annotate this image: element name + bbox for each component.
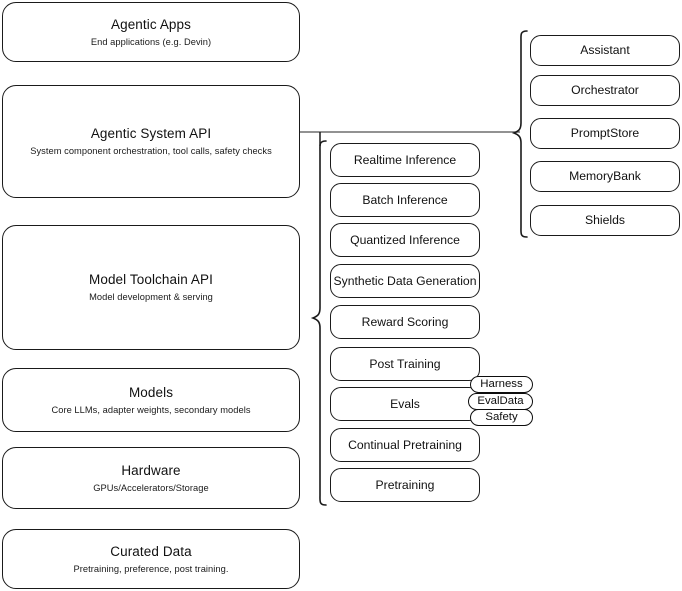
layer-hardware[interactable]: Hardware GPUs/Accelerators/Storage: [2, 447, 300, 509]
layer-title: Agentic Apps: [110, 16, 191, 32]
system-brace: [511, 30, 528, 238]
layer-subtitle: Core LLMs, adapter weights, secondary mo…: [51, 404, 251, 415]
system-item-shields[interactable]: Shields: [530, 205, 680, 236]
layer-subtitle: System component orchestration, tool cal…: [30, 146, 272, 156]
layer-title: Hardware: [121, 462, 181, 478]
toolchain-item-batch-inference[interactable]: Batch Inference: [330, 183, 480, 217]
system-item-label: Assistant: [580, 43, 630, 57]
evals-subitem-safety[interactable]: Safety: [470, 409, 533, 426]
layer-agentic-system-api[interactable]: Agentic System API System component orch…: [2, 85, 300, 198]
toolchain-brace: [310, 140, 327, 506]
system-item-assistant[interactable]: Assistant: [530, 35, 680, 66]
layer-model-toolchain-api[interactable]: Model Toolchain API Model development & …: [2, 225, 300, 350]
layer-models[interactable]: Models Core LLMs, adapter weights, secon…: [2, 368, 300, 432]
toolchain-item-reward-scoring[interactable]: Reward Scoring: [330, 305, 480, 339]
toolchain-item-pretraining[interactable]: Pretraining: [330, 468, 480, 502]
layer-title: Model Toolchain API: [89, 272, 213, 287]
toolchain-item-label: Evals: [390, 396, 420, 411]
layer-subtitle: End applications (e.g. Devin): [90, 36, 212, 47]
toolchain-item-label: Post Training: [369, 356, 441, 371]
layer-curated-data[interactable]: Curated Data Pretraining, preference, po…: [2, 529, 300, 589]
layer-subtitle: Pretraining, preference, post training.: [73, 563, 229, 574]
toolchain-item-synthetic-data-generation[interactable]: Synthetic Data Generation: [330, 264, 480, 298]
layer-agentic-apps[interactable]: Agentic Apps End applications (e.g. Devi…: [2, 2, 300, 62]
toolchain-item-realtime-inference[interactable]: Realtime Inference: [330, 143, 480, 177]
system-item-label: PromptStore: [570, 126, 640, 140]
system-item-label: MemoryBank: [569, 169, 641, 183]
toolchain-item-label: Reward Scoring: [361, 314, 449, 329]
system-item-label: Shields: [585, 213, 625, 227]
system-item-label: Orchestrator: [571, 83, 639, 97]
toolchain-item-label: Pretraining: [375, 477, 435, 492]
toolchain-item-label: Realtime Inference: [353, 152, 457, 167]
system-item-memorybank[interactable]: MemoryBank: [530, 161, 680, 192]
toolchain-item-post-training[interactable]: Post Training: [330, 347, 480, 381]
toolchain-item-label: Continual Pretraining: [348, 437, 462, 452]
evals-subitem-label: EvalData: [477, 395, 524, 407]
toolchain-item-label: Batch Inference: [362, 192, 448, 207]
toolchain-item-continual-pretraining[interactable]: Continual Pretraining: [330, 428, 480, 462]
system-item-promptstore[interactable]: PromptStore: [530, 118, 680, 149]
toolchain-item-label: Quantized Inference: [350, 232, 460, 247]
layer-title: Models: [128, 384, 174, 400]
system-item-orchestrator[interactable]: Orchestrator: [530, 75, 680, 106]
toolchain-item-evals[interactable]: Evals: [330, 387, 480, 421]
evals-subitem-harness[interactable]: Harness: [470, 376, 533, 393]
evals-subitem-label: Safety: [485, 411, 518, 423]
layer-subtitle: GPUs/Accelerators/Storage: [93, 482, 209, 493]
layer-title: Agentic System API: [90, 126, 212, 141]
layer-subtitle: Model development & serving: [89, 292, 213, 302]
toolchain-item-quantized-inference[interactable]: Quantized Inference: [330, 223, 480, 257]
toolchain-item-label: Synthetic Data Generation: [333, 273, 477, 288]
evals-subitem-label: Harness: [480, 378, 523, 390]
evals-subitem-evaldata[interactable]: EvalData: [468, 393, 533, 410]
layer-title: Curated Data: [110, 543, 192, 559]
